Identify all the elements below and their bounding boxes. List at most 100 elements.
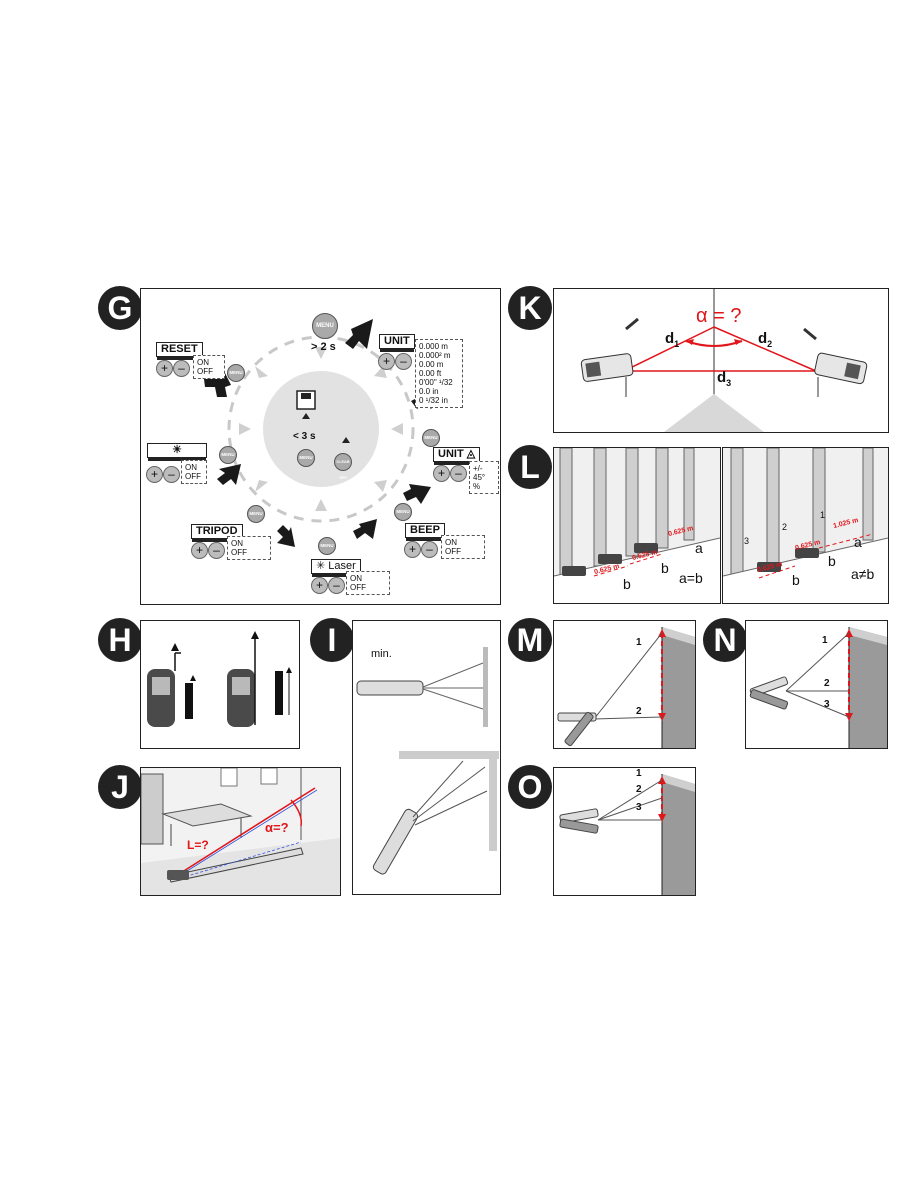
unit-angle-plus: + xyxy=(433,465,450,482)
min-distance-graphic xyxy=(356,647,499,875)
unit-option: 0 ¹/32 in xyxy=(419,396,448,405)
panel-l-right-unequal: 3 2 1 1.025 m 0.625 m 0.625 m a b b a≠b xyxy=(722,447,889,604)
panel-o-partial-height: 1 2 3 xyxy=(553,767,696,896)
tripod-options: ON OFF xyxy=(227,536,271,560)
badge-h: H xyxy=(98,618,142,662)
tripod-tag: TRIPOD xyxy=(191,524,243,542)
label-a: a xyxy=(695,540,703,556)
save-hold-label: < 3 s xyxy=(293,431,316,442)
mark-1: 1 xyxy=(820,510,826,520)
badge-n: N xyxy=(703,618,747,662)
unit-angle-title: UNIT xyxy=(438,448,464,460)
menu-button-tripod: MENU xyxy=(247,505,265,523)
room-measure-graphic xyxy=(141,768,340,895)
tripod-minus: – xyxy=(208,542,225,559)
d1-subscript: 1 xyxy=(674,339,680,349)
menu-button-center: MENU xyxy=(297,449,315,467)
d2-letter: d xyxy=(758,330,768,347)
reset-on: ON xyxy=(197,358,209,367)
unit-angle-option: % xyxy=(473,482,481,491)
angle-measure-graphic xyxy=(580,289,868,432)
laser-plus: + xyxy=(311,577,328,594)
d2-label: d2 xyxy=(758,330,772,349)
d1-label: d1 xyxy=(665,330,679,349)
tripod-off: OFF xyxy=(231,548,247,557)
beep-on: ON xyxy=(445,538,457,547)
beep-off: OFF xyxy=(445,547,461,556)
beep-tag: BEEP xyxy=(405,523,445,541)
laser-tag: ✳ Laser xyxy=(311,559,361,577)
unit-minus: – xyxy=(395,353,412,370)
light-tag: ☀ xyxy=(147,443,207,461)
unit-angle-tag: UNIT ◬ xyxy=(433,447,481,465)
badge-m: M xyxy=(508,618,552,662)
mark-3: 3 xyxy=(744,536,750,546)
light-on: ON xyxy=(185,463,197,472)
angle-question-label: α=? xyxy=(265,820,289,835)
light-bulb-icon: ☀ xyxy=(172,444,182,456)
reset-options: ON OFF xyxy=(193,355,225,379)
unit-option: 0.0 in xyxy=(419,387,439,396)
label-3: 3 xyxy=(636,802,642,813)
d3-label: d3 xyxy=(717,369,731,388)
label-1: 1 xyxy=(636,637,642,648)
relation-unequal: a≠b xyxy=(851,566,875,582)
tripod-on: ON xyxy=(231,539,243,548)
unit-option: 0.000 m xyxy=(419,342,448,351)
label-a: a xyxy=(854,534,862,550)
laser-title: Laser xyxy=(328,560,356,572)
d1-letter: d xyxy=(665,330,675,347)
angle-question-label: α = ? xyxy=(696,305,742,327)
beep-options: ON OFF xyxy=(441,535,485,559)
reset-minus: – xyxy=(173,360,190,377)
unit-options: 0.000 m 0.000² m 0.00 m 0.00 ft 0'00" ¹/… xyxy=(415,339,463,408)
unit-angle-minus: – xyxy=(450,465,467,482)
label-b-2: b xyxy=(792,572,800,588)
light-minus: – xyxy=(163,466,180,483)
unit-option: 0.00 ft xyxy=(419,369,442,378)
beep-minus: – xyxy=(421,541,438,558)
label-1: 1 xyxy=(822,635,828,646)
reset-tag: RESET xyxy=(156,342,203,360)
badge-g: G xyxy=(98,286,142,330)
label-2: 2 xyxy=(636,784,642,795)
reset-plus: + xyxy=(156,360,173,377)
laser-minus: – xyxy=(328,577,345,594)
indirect-height-graphic xyxy=(557,627,695,748)
laser-off: OFF xyxy=(350,583,366,592)
panel-k-angle-diagram: α = ? d1 d2 d3 xyxy=(553,288,889,433)
panel-i-distance: min. xyxy=(352,620,501,895)
panel-h-reference xyxy=(140,620,300,749)
min-label: min. xyxy=(371,648,392,660)
unit-tag: UNIT xyxy=(379,334,415,352)
unit-angle-option: +/- 45° xyxy=(473,464,486,482)
label-3: 3 xyxy=(824,699,830,710)
menu-button-beep: MENU xyxy=(394,503,412,521)
length-question-label: L=? xyxy=(187,838,209,852)
laser-options: ON OFF xyxy=(346,571,390,595)
label-2: 2 xyxy=(636,706,642,717)
panel-n-height: 1 2 3 xyxy=(745,620,888,749)
panel-l-left-equal: 0.625 m 0.625 m 0.625 m a b b a=b xyxy=(553,447,721,604)
indirect-height-3point-graphic xyxy=(749,627,887,748)
panel-j-room: L=? α=? xyxy=(140,767,341,896)
badge-k: K xyxy=(508,286,552,330)
stud-wall-unequal-graphic xyxy=(723,448,888,603)
d3-subscript: 3 xyxy=(726,378,732,388)
label-b-1: b xyxy=(828,553,836,569)
clear-off-button: CLEAR OFF xyxy=(334,453,352,480)
laser-on: ON xyxy=(350,574,362,583)
label-2: 2 xyxy=(824,678,830,689)
reset-off: OFF xyxy=(197,367,213,376)
menu-button-unit: MENU xyxy=(422,429,440,447)
unit-angle-options: +/- 45° % xyxy=(469,461,499,494)
badge-i: I xyxy=(310,618,354,662)
unit-plus: + xyxy=(378,353,395,370)
menu-hold-label: > 2 s xyxy=(311,341,336,353)
menu-button-reset: MENU xyxy=(227,364,245,382)
panel-m-height: 1 2 xyxy=(553,620,696,749)
panel-g-menu-diagram: < 3 s MENU CLEAR OFF MENU > 2 s UNIT + –… xyxy=(140,288,501,605)
label-1: 1 xyxy=(636,768,642,779)
laser-icon: ✳ xyxy=(316,560,326,572)
reference-point-graphic xyxy=(147,631,292,727)
